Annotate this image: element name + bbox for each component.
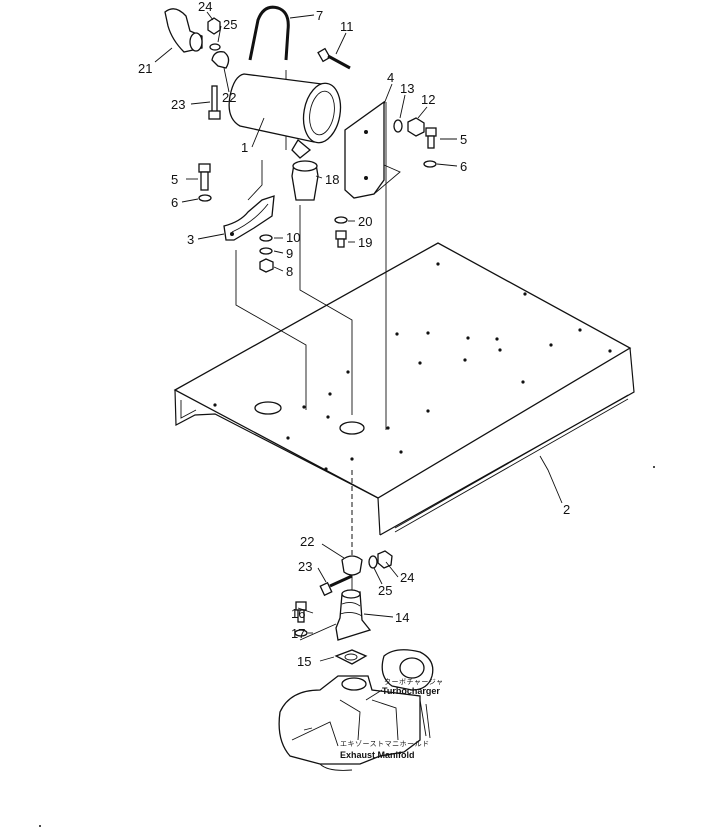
callout-24-bottom: 24 xyxy=(400,570,414,585)
muffler-bracket xyxy=(344,100,401,199)
callout-8: 8 xyxy=(286,264,293,279)
callout-19: 19 xyxy=(358,235,372,250)
callout-25-bottom: 25 xyxy=(378,583,392,598)
exhaust-elbow xyxy=(335,589,372,641)
engine-hood-cover xyxy=(173,242,635,536)
callout-2: 2 xyxy=(563,502,570,517)
exhaust-manifold-label-jp: エキゾーストマニホールド xyxy=(340,740,430,748)
callout-23-top: 23 xyxy=(171,97,185,112)
callout-1: 1 xyxy=(241,140,248,155)
callout-14: 14 xyxy=(395,610,409,625)
callout-7: 7 xyxy=(316,8,323,23)
callout-23-bottom: 23 xyxy=(298,559,312,574)
callout-16: 16 xyxy=(291,606,305,621)
elbow-bolt xyxy=(294,601,308,637)
tube-bolt-set xyxy=(334,216,348,248)
callout-20: 20 xyxy=(358,214,372,229)
clamp-nut-set xyxy=(259,234,274,273)
saddle-clamp xyxy=(223,195,275,241)
callout-25-top: 25 xyxy=(223,17,237,32)
callout-22-bottom: 22 xyxy=(300,534,314,549)
hood-bolt-holes xyxy=(213,262,612,471)
clamp-bolt-left xyxy=(198,163,212,202)
component-labels: ターボチャージャ Turbocharger エキゾーストマニホールド Exhau… xyxy=(340,677,443,760)
leader-lines xyxy=(154,11,563,701)
lower-clamp-bolt xyxy=(319,574,353,597)
callout-18: 18 xyxy=(325,172,339,187)
callout-17: 17 xyxy=(291,626,305,641)
callout-12: 12 xyxy=(421,92,435,107)
exhaust-manifold-label: Exhaust Manifold xyxy=(340,750,415,760)
lower-clamp xyxy=(341,550,393,576)
gasket xyxy=(334,649,368,665)
bracket-nut-washer xyxy=(393,117,425,137)
u-bolt xyxy=(248,5,290,61)
muffler xyxy=(228,73,342,159)
callout-6-right: 6 xyxy=(460,159,467,174)
turbocharger-label-jp: ターボチャージャ xyxy=(384,677,443,686)
callout-22-top: 22 xyxy=(222,90,236,105)
callout-15: 15 xyxy=(297,654,311,669)
top-hardware xyxy=(207,17,230,120)
callout-4: 4 xyxy=(387,70,394,85)
turbocharger-label: Turbocharger xyxy=(382,686,440,696)
alignment-lines xyxy=(235,70,387,596)
callout-6-left: 6 xyxy=(171,195,178,210)
callout-numbers: 1 2 3 4 5 5 6 6 7 8 9 10 11 12 13 14 15 … xyxy=(138,0,570,669)
callout-5-right: 5 xyxy=(460,132,467,147)
callout-5-left: 5 xyxy=(171,172,178,187)
callout-24-top: 24 xyxy=(198,0,212,14)
callout-21: 21 xyxy=(138,61,152,76)
callout-10: 10 xyxy=(286,230,300,245)
turbo-manifold-assembly xyxy=(278,649,434,771)
callout-3: 3 xyxy=(187,232,194,247)
exhaust-outlet-pipe xyxy=(164,8,203,53)
exhaust-tube xyxy=(291,160,319,201)
bracket-bolt-right xyxy=(423,127,437,168)
muffler-bolt xyxy=(317,47,351,70)
callout-11: 11 xyxy=(340,19,354,34)
callout-13: 13 xyxy=(400,81,414,96)
callout-9: 9 xyxy=(286,246,293,261)
